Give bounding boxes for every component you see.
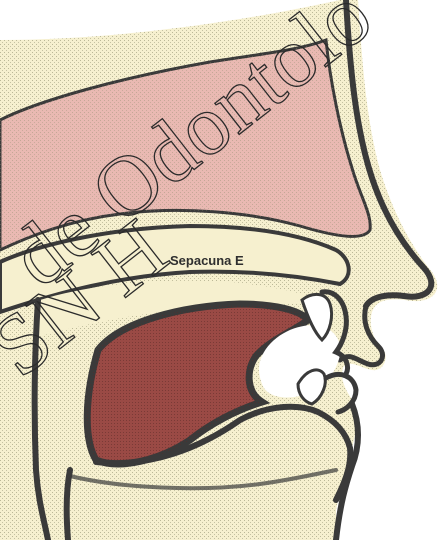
neck-back-line [67,470,70,540]
structure-label: Sepacuna E [170,253,244,268]
